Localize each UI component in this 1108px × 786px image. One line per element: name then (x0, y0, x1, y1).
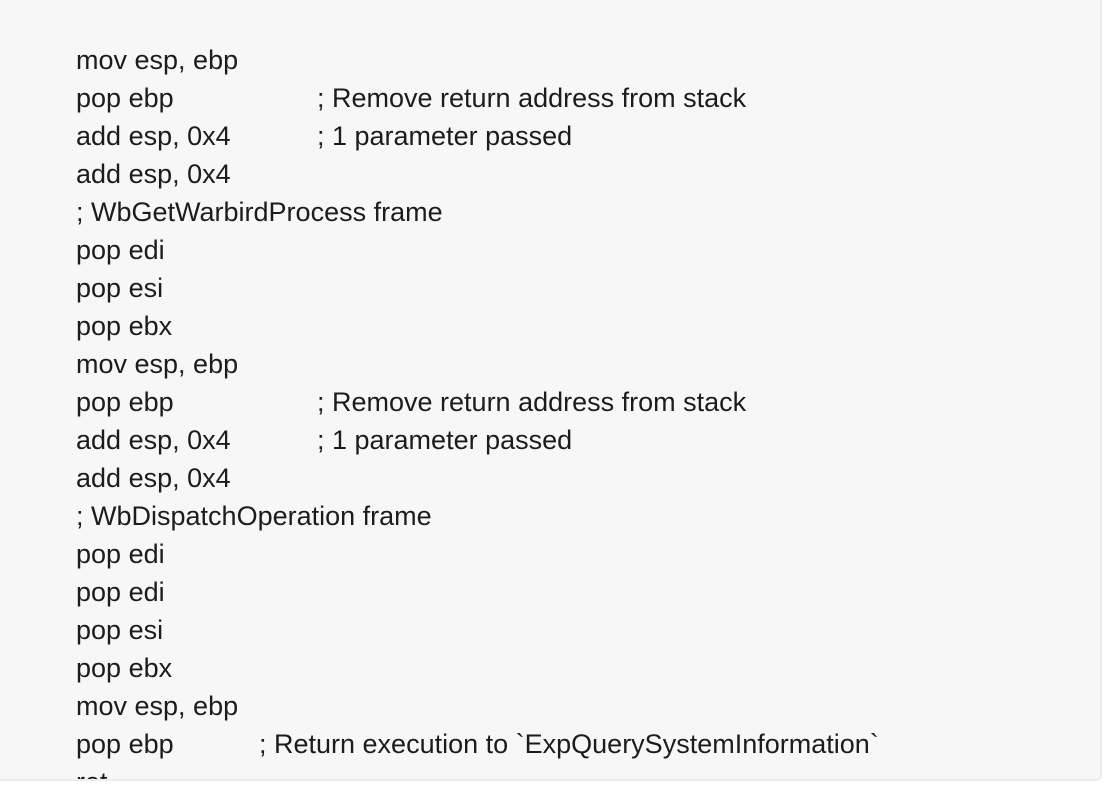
code-line: mov esp, ebp (31, 3, 443, 75)
instruction-text: pop edi (76, 539, 165, 569)
code-line: add esp, 0x4 ; Remove return address fro… (31, 383, 746, 455)
code-line: add esp, 0x4 ; Remove return address fro… (31, 79, 746, 151)
code-line: mov esp, ebp (31, 649, 443, 721)
code-line: ; WbGetWarbirdProcess frame (31, 155, 443, 227)
code-line: add esp, 0x4 ; 1 parameter passed (31, 421, 572, 493)
code-line: pop edi (31, 535, 443, 607)
instruction-text: add esp, 0x4 (76, 425, 231, 455)
instruction-text: pop esi (76, 615, 164, 645)
instruction-text: mov esp, ebp (76, 691, 239, 721)
comment-text: ; Return execution to `ExpQuerySystemInf… (259, 729, 879, 759)
instruction-text: pop esi (76, 273, 164, 303)
instruction-text: pop ebp (76, 729, 174, 759)
instruction-text: pop ebp (76, 83, 174, 113)
code-line: pop edi (31, 193, 443, 265)
instruction-text: pop ebx (76, 311, 173, 341)
comment-text: ; 1 parameter passed (317, 425, 573, 455)
instruction-text: ; WbDispatchOperation frame (76, 501, 432, 531)
code-line: mov esp, ebp (31, 307, 443, 379)
code-line: pop ebp (31, 345, 443, 417)
code-line: ; WbDispatchOperation frame (31, 459, 443, 531)
instruction-text: mov esp, ebp (76, 45, 239, 75)
instruction-text: ; WbGetWarbirdProcess frame (76, 197, 443, 227)
instruction-text: add esp, 0x4 (76, 121, 231, 151)
code-line: ret ; Return execution to `ExpQuerySyste… (31, 725, 879, 779)
instruction-text: mov esp, ebp (76, 349, 239, 379)
code-line: pop ebp (31, 687, 443, 759)
instruction-text: pop edi (76, 235, 165, 265)
comment-text: ; 1 parameter passed (317, 121, 573, 151)
instruction-text: ret (76, 763, 108, 779)
instruction-text: pop edi (76, 577, 165, 607)
code-line: pop ebx (31, 611, 443, 683)
instruction-text: pop ebp (76, 387, 174, 417)
code-line: pop esi (31, 231, 443, 303)
code-line: pop ebx (31, 269, 443, 341)
instruction-text: add esp, 0x4 (76, 159, 231, 189)
code-line: pop esi (31, 573, 443, 645)
code-line: pop ebp (31, 41, 443, 113)
code-line: pop edi (31, 497, 443, 569)
code-line: add esp, 0x4 ; 1 parameter passed (31, 117, 572, 189)
instruction-text: add esp, 0x4 (76, 463, 231, 493)
comment-text: ; Remove return address from stack (317, 83, 747, 113)
instruction-text: pop ebx (76, 653, 173, 683)
comment-text: ; Remove return address from stack (317, 387, 747, 417)
code-lines: mov esp, ebp pop ebp add esp, 0x4 ; Remo… (31, 3, 879, 779)
